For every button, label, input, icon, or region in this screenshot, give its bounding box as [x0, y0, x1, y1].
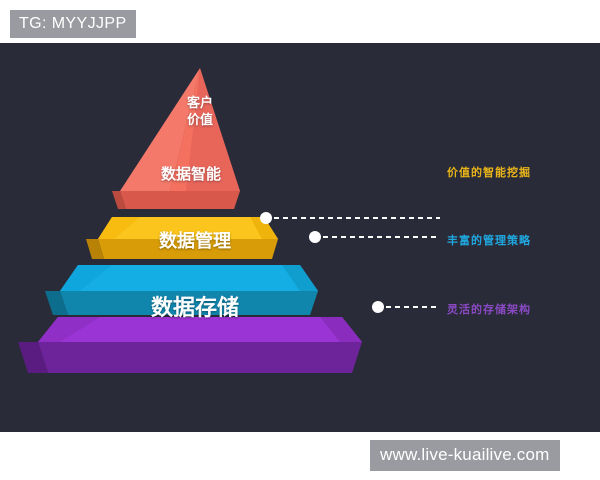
connector-dot-2 — [309, 231, 321, 243]
tier-cyan-left-bevel — [45, 291, 68, 315]
tier-cyan-top-shade — [60, 265, 112, 291]
pyramid-diagram — [18, 68, 440, 373]
tier-purple-left-bevel — [18, 342, 48, 373]
tier-yellow-right-shade — [250, 217, 278, 239]
tier-purple-top — [38, 317, 362, 342]
tier-yellow-left-bevel — [86, 239, 104, 259]
annotation-value-mining: 价值的智能挖掘 — [447, 167, 531, 179]
pyramid-tier-data-management[interactable] — [45, 265, 318, 315]
connector-dot-1 — [260, 212, 272, 224]
connector-group — [260, 212, 440, 313]
tier-cyan-right-shade — [282, 265, 318, 291]
tier-purple-right-shade — [320, 317, 362, 342]
tier-red-top-highlight — [170, 68, 200, 191]
tier-yellow-front — [98, 239, 278, 259]
annotation-storage-architecture: 灵活的存储架构 — [447, 304, 531, 316]
tg-badge: TG: MYYJJPP — [10, 10, 136, 38]
tier-yellow-top — [98, 217, 278, 239]
pyramid-tier-data-intelligence[interactable] — [86, 217, 278, 259]
pyramid-tier-data-storage[interactable] — [18, 317, 362, 373]
tier-purple-front — [38, 342, 362, 373]
tier-red-left-face — [120, 68, 200, 191]
pyramid-tier-customer-value[interactable] — [112, 68, 240, 209]
tier-yellow-top-shade — [98, 217, 140, 239]
tier-purple-top-shade — [38, 317, 100, 342]
tier-red-front — [120, 191, 240, 209]
annotation-management-strategy: 丰富的管理策略 — [447, 235, 531, 247]
tier-cyan-front — [60, 291, 318, 315]
site-watermark: www.live-kuailive.com — [370, 440, 560, 471]
connector-dot-3 — [372, 301, 384, 313]
tier-red-left-bevel — [112, 191, 126, 209]
tier-cyan-top — [60, 265, 318, 291]
